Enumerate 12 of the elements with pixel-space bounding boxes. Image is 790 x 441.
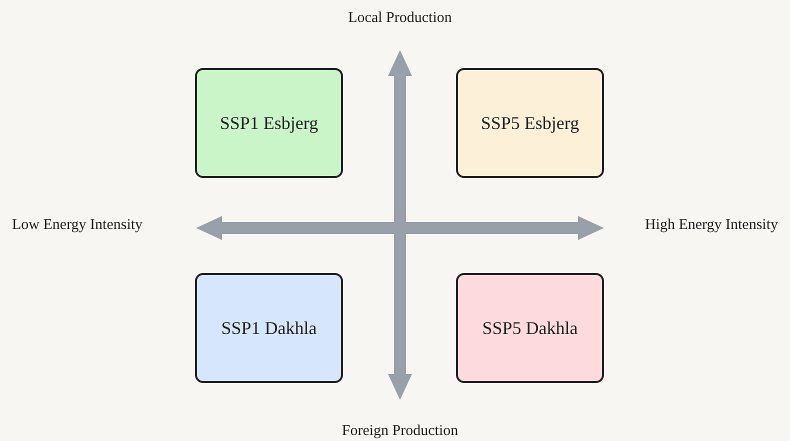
scenario-box	[195, 273, 343, 383]
top-axis-label: Local Production	[348, 10, 452, 27]
bottom-axis-label: Foreign Production	[342, 423, 458, 440]
scenario-box	[456, 68, 604, 178]
scenario-box	[195, 68, 343, 178]
scenario-name: SSP5 Dakhla	[482, 318, 578, 338]
scenario-name: SSP1 Esbjerg	[220, 112, 318, 134]
right-axis-label: High Energy Intensity	[644, 217, 778, 234]
scenario-name: SSP5 Esbjerg	[480, 112, 580, 134]
scenario-box	[456, 273, 604, 383]
scenario-name: SSP1 Dakhla	[221, 318, 317, 338]
left-axis-label: Low Energy Intensity	[12, 217, 143, 234]
